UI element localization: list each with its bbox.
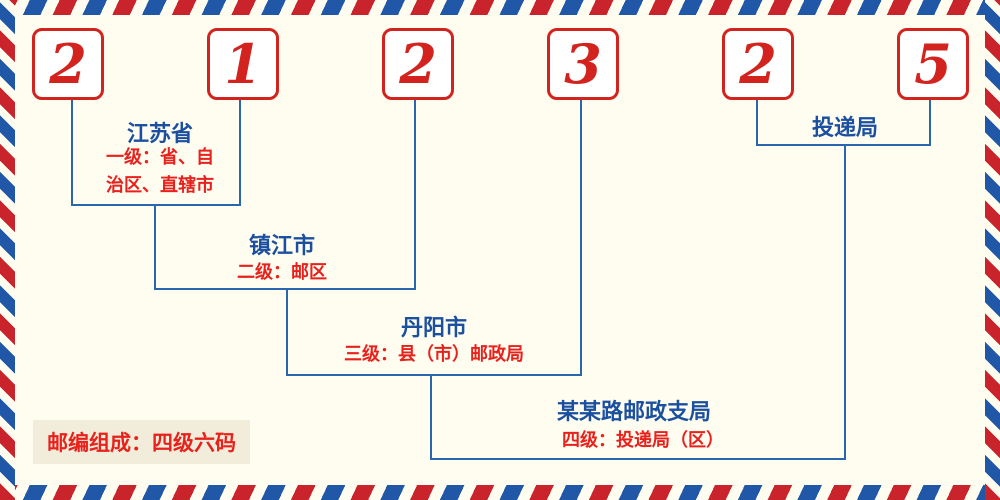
airmail-stripe-border-right — [985, 0, 1000, 500]
label-level1-desc-line1: 一级：省、自 — [106, 147, 214, 167]
connector-line — [71, 204, 241, 206]
label-level4-place: 某某路邮政支局 — [556, 399, 712, 424]
airmail-stripe-border-top — [0, 0, 1000, 15]
connector-line — [430, 376, 432, 460]
connector-line — [154, 206, 156, 290]
digit-value-1: 2 — [49, 32, 87, 96]
connector-line — [414, 96, 416, 290]
connector-line — [756, 144, 931, 146]
label-level2-desc: 二级：邮区 — [237, 262, 327, 282]
label-delivery-office: 投递局 — [811, 115, 879, 140]
connector-line — [580, 96, 582, 376]
connector-line — [430, 458, 846, 460]
digit-value-4: 3 — [564, 32, 602, 96]
footer-composition-note: 邮编组成：四级六码 — [33, 420, 250, 464]
connector-line — [756, 96, 758, 146]
connector-line — [239, 96, 241, 206]
digit-value-6: 5 — [914, 32, 952, 96]
digit-box-6: 5 — [897, 28, 969, 100]
label-level3-desc: 三级：县（市）邮政局 — [344, 344, 524, 364]
digit-box-4: 3 — [547, 28, 619, 100]
digit-box-2: 1 — [207, 28, 279, 100]
label-level1-desc-line2: 治区、直辖市 — [106, 174, 214, 195]
label-level2-place: 镇江市 — [248, 233, 316, 258]
digit-box-3: 2 — [382, 28, 454, 100]
digit-value-3: 2 — [399, 32, 437, 96]
digit-box-5: 2 — [722, 28, 794, 100]
connector-line — [71, 96, 73, 206]
connector-line — [286, 290, 288, 376]
connector-line — [929, 96, 931, 146]
airmail-stripe-border-left — [0, 0, 15, 500]
digit-box-1: 2 — [32, 28, 104, 100]
connector-line — [286, 374, 582, 376]
label-level4-desc: 四级：投递局（区） — [562, 430, 724, 450]
airmail-stripe-border-bottom — [0, 485, 1000, 500]
label-level1-desc: 一级：省、自 治区、直辖市 — [106, 144, 214, 200]
digit-value-5: 2 — [739, 32, 777, 96]
digit-value-2: 1 — [224, 32, 262, 96]
connector-line — [154, 288, 416, 290]
connector-line — [844, 146, 846, 460]
label-level3-place: 丹阳市 — [400, 315, 468, 340]
label-level1-place: 江苏省 — [126, 121, 194, 146]
